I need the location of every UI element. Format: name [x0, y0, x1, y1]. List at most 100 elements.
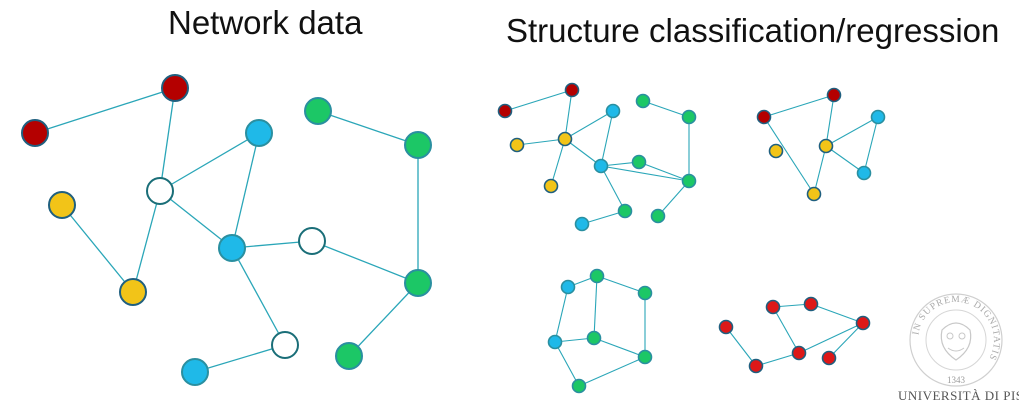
graph-node-green — [589, 268, 605, 284]
graph-node-blue — [547, 334, 563, 350]
graph-node-green — [335, 342, 363, 370]
graph-node-red_graph — [765, 299, 781, 315]
graph-node-red — [161, 74, 189, 102]
graph-edge-c-d — [810, 303, 864, 324]
graph-edge-h-k — [600, 165, 690, 182]
graph-node-white — [298, 227, 326, 255]
university-name: UNIVERSITÀ DI PISA — [898, 388, 1019, 403]
graph-edge-l-n — [581, 210, 626, 225]
graph-edge-b-e — [593, 275, 598, 339]
graph-node-red_graph — [855, 315, 871, 331]
graph-node-red — [564, 82, 580, 98]
graph-node-yellow — [768, 143, 784, 159]
graph-edge-d-g — [828, 322, 864, 359]
graph-edge-K-M — [348, 282, 419, 357]
graph-edge-k-m — [657, 180, 690, 217]
graph-edge-c-f — [863, 116, 879, 174]
graph-edge-C-H — [231, 132, 260, 249]
svg-text:IN SUPREMÆ DIGNITATIS: IN SUPREMÆ DIGNITATIS — [911, 295, 1001, 362]
graph-edge-f-g — [578, 356, 646, 387]
graph-edge-d-f — [798, 322, 864, 354]
graph-edge-h-l — [600, 165, 626, 212]
graph-edge-d-h — [564, 138, 602, 167]
graph-node-green — [304, 97, 332, 125]
graph-edge-e-f — [825, 145, 865, 174]
graph-edge-b-c — [596, 275, 646, 294]
graph-node-blue — [181, 358, 209, 386]
graph-edge-a-b — [763, 94, 835, 118]
graph-edge-b-d — [564, 89, 573, 140]
graph-edge-d-g — [554, 341, 580, 387]
graph-node-green — [681, 173, 697, 189]
graph-node-blue — [245, 119, 273, 147]
graph-edge-b-f — [772, 306, 800, 354]
graph-edge-a-g — [763, 116, 815, 195]
graph-edge-a-d — [554, 286, 569, 343]
graph-node-green — [681, 109, 697, 125]
graph-edge-G-C — [159, 132, 260, 192]
small-graph-1 — [497, 82, 697, 232]
small-graph-2 — [756, 87, 886, 202]
seal-year: 1343 — [947, 375, 966, 385]
graph-node-red_graph — [718, 319, 734, 335]
graph-node-white — [146, 177, 174, 205]
graph-node-green — [637, 349, 653, 365]
graph-node-white — [271, 331, 299, 359]
structure-classification-title: Structure classification/regression — [506, 12, 1000, 49]
graph-edge-F-J — [61, 204, 134, 293]
graph-edge-a-b — [504, 89, 573, 112]
graph-node-red — [826, 87, 842, 103]
graph-edge-e-g — [813, 145, 827, 195]
graph-edge-D-E — [317, 110, 419, 146]
graph-node-blue — [605, 103, 621, 119]
university-seal: IN SUPREMÆ DIGNITATIS 1343 — [909, 293, 1003, 387]
graph-edge-d-i — [550, 138, 566, 187]
graph-edge-A-B — [34, 87, 176, 134]
graph-node-yellow — [543, 178, 559, 194]
graph-node-red_graph — [748, 358, 764, 374]
graph-node-green — [586, 330, 602, 346]
graph-edge-H-L — [231, 247, 286, 346]
graph-node-green — [404, 131, 432, 159]
graph-edge-e-f — [593, 337, 646, 358]
graph-node-green — [650, 208, 666, 224]
graph-node-green — [631, 154, 647, 170]
small-graph-4 — [718, 296, 871, 374]
graph-node-green — [637, 285, 653, 301]
graph-node-red_graph — [821, 350, 837, 366]
graph-node-red — [497, 103, 513, 119]
graph-node-red — [21, 119, 49, 147]
graph-edge-G-J — [132, 190, 161, 293]
graph-node-red_graph — [803, 296, 819, 312]
graph-node-yellow — [557, 131, 573, 147]
network-graph — [21, 74, 432, 386]
graph-edge-B-G — [159, 87, 176, 192]
graph-node-green — [617, 203, 633, 219]
graph-node-green — [404, 269, 432, 297]
small-graph-3 — [547, 268, 653, 394]
graph-node-yellow — [48, 191, 76, 219]
graph-edge-e-f — [755, 352, 800, 367]
network-data-title: Network data — [168, 4, 363, 41]
graph-edge-L-N — [194, 344, 286, 373]
graph-node-blue — [870, 109, 886, 125]
graph-node-blue — [218, 234, 246, 262]
graph-node-yellow — [818, 138, 834, 154]
graph-node-blue — [593, 158, 609, 174]
graph-edge-b-e — [825, 94, 835, 147]
graph-edge-G-H — [159, 190, 233, 249]
graph-node-green — [571, 378, 587, 394]
graph-node-blue — [856, 165, 872, 181]
graph-edge-e-c — [825, 116, 879, 147]
graph-edge-a-e — [725, 326, 757, 367]
graph-edge-d-e — [564, 110, 614, 140]
graph-node-red_graph — [791, 345, 807, 361]
graph-edge-f-g — [642, 100, 690, 118]
seal-ring-text: IN SUPREMÆ DIGNITATIS — [911, 295, 1000, 362]
graph-edge-e-h — [600, 110, 614, 167]
graph-node-yellow — [509, 137, 525, 153]
graph-node-yellow — [119, 278, 147, 306]
graph-edge-j-k — [638, 161, 690, 182]
graph-edge-I-K — [311, 240, 419, 284]
